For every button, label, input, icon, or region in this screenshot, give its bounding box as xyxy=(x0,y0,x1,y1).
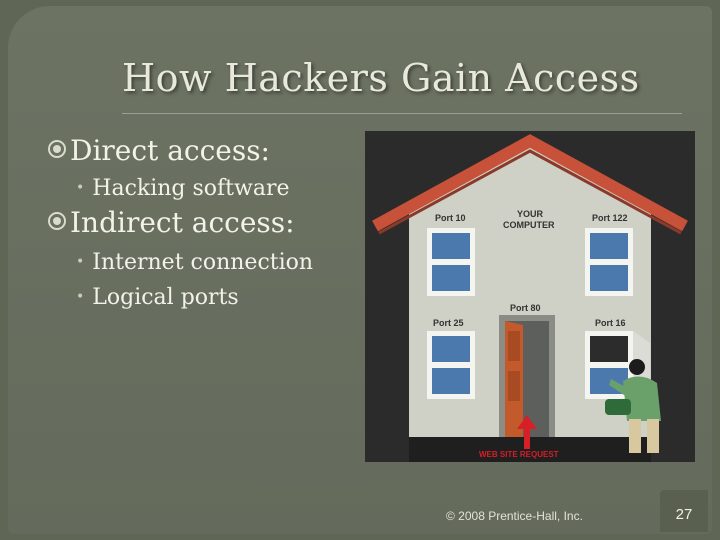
bullet-indirect-access: Indirect access: xyxy=(48,206,295,239)
dot-bullet-icon: • xyxy=(76,254,85,270)
label-port-25: Port 25 xyxy=(433,318,464,328)
sub-bullet-hacking-software: •Hacking software xyxy=(76,176,290,201)
label-port-80: Port 80 xyxy=(510,303,541,313)
label-port-16: Port 16 xyxy=(595,318,626,328)
label-port-10: Port 10 xyxy=(435,213,466,223)
bullet-direct-access: Direct access: xyxy=(48,134,270,167)
window-upper-right xyxy=(585,228,633,296)
label-port-122: Port 122 xyxy=(592,213,628,223)
window-upper-left xyxy=(427,228,475,296)
label-computer: COMPUTER xyxy=(503,220,555,230)
page-number: 27 xyxy=(660,490,708,532)
house-svg: Port 10 YOUR COMPUTER Port 122 Port 80 P… xyxy=(372,134,688,462)
hacker-figure xyxy=(605,359,661,453)
dot-bullet-icon: • xyxy=(76,289,85,305)
label-web-site-request: WEB SITE REQUEST xyxy=(479,450,559,459)
house-ports-illustration: Port 10 YOUR COMPUTER Port 122 Port 80 P… xyxy=(365,131,695,462)
title-divider xyxy=(122,113,682,114)
label-your: YOUR xyxy=(517,209,544,219)
window-lower-left xyxy=(427,331,475,399)
circle-bullet-icon xyxy=(48,140,66,158)
sub-bullet-internet-connection: •Internet connection xyxy=(76,250,314,275)
dot-bullet-icon: • xyxy=(76,180,85,196)
copyright-notice: © 2008 Prentice-Hall, Inc. xyxy=(446,509,583,523)
sub-bullet-logical-ports: •Logical ports xyxy=(76,285,239,310)
circle-bullet-icon xyxy=(48,212,66,230)
roof-trim xyxy=(378,149,682,235)
roof xyxy=(372,134,688,232)
slide-title: How Hackers Gain Access xyxy=(122,56,640,100)
request-arrow-icon xyxy=(517,415,537,449)
